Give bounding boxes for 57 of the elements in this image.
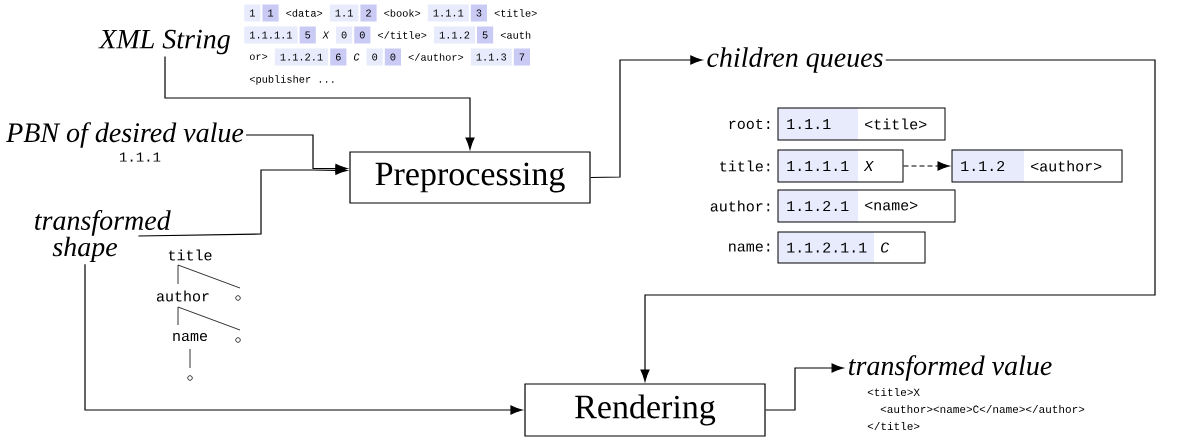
- string-cell: 5: [299, 26, 316, 44]
- heading-text: children queues: [707, 47, 883, 73]
- string-cell: 1.1.1: [427, 4, 469, 22]
- string-cell: 1.1.3: [470, 48, 512, 66]
- queue-box: 1.1.1.1 X: [777, 149, 904, 183]
- string-cell: <book>: [384, 9, 421, 17]
- queue-box: 1.1.2 <author>: [951, 149, 1123, 183]
- arrow: [590, 55, 703, 179]
- code-text: <title>X: [867, 387, 920, 397]
- queue-label: author:: [710, 200, 770, 212]
- string-cell: 0: [366, 48, 383, 66]
- queue-label: name:: [729, 243, 770, 252]
- string-cell: 7: [513, 48, 530, 66]
- string-cell: or>: [249, 53, 268, 61]
- heading-text: XML String: [98, 29, 230, 55]
- string-cell: C: [354, 53, 360, 61]
- string-cell: 1.1: [329, 4, 359, 22]
- string-cell: <title>: [494, 9, 537, 17]
- process-box: Preprocessing: [349, 151, 591, 204]
- heading-text: PBN of desired value: [6, 122, 244, 148]
- arrow: [765, 363, 844, 411]
- arrow: [84, 263, 523, 415]
- string-cell: <publisher ...: [249, 75, 334, 85]
- string-cell: </author>: [408, 53, 464, 61]
- queue-label: title:: [720, 160, 770, 172]
- string-cell: 1.1.2: [434, 26, 475, 44]
- string-cell: </title>: [378, 31, 427, 39]
- string-cell: X: [322, 31, 330, 39]
- string-cell: <data>: [286, 9, 323, 17]
- string-cell: 1.1.1.1: [244, 26, 298, 44]
- arrow: [137, 165, 348, 237]
- string-cell: 1: [244, 4, 261, 22]
- queue-label: root:: [729, 118, 770, 130]
- heading-text: transformed value: [848, 355, 1052, 381]
- string-cell: 5: [477, 26, 494, 44]
- code-text: </title>: [867, 421, 920, 431]
- arrow: [640, 59, 1156, 382]
- string-cell: 0: [354, 26, 371, 44]
- queue-box: 1.1.1 <title>: [777, 107, 946, 141]
- process-box: Rendering: [524, 383, 766, 437]
- code-text: 1.1.1: [120, 152, 161, 162]
- string-cell: 6: [330, 48, 347, 66]
- arrow: [164, 55, 475, 150]
- string-cell: 2: [360, 4, 377, 22]
- string-cell: 3: [470, 4, 487, 22]
- string-cell: <auth: [500, 31, 531, 39]
- code-text: <author><name>C</name></author>: [880, 404, 1085, 414]
- tree-label: name: [173, 332, 207, 342]
- string-cell: 0: [384, 48, 401, 66]
- string-cell: 1.1.2.1: [274, 48, 329, 66]
- string-cell: 1: [262, 4, 279, 22]
- tree-label: author: [156, 290, 209, 302]
- queue-box: 1.1.2.1.1 C: [777, 231, 926, 264]
- tree-label: title: [168, 249, 212, 261]
- dashed-arrow: [902, 161, 950, 171]
- queue-box: 1.1.2.1 <name>: [777, 189, 956, 223]
- string-cell: 0: [336, 26, 353, 44]
